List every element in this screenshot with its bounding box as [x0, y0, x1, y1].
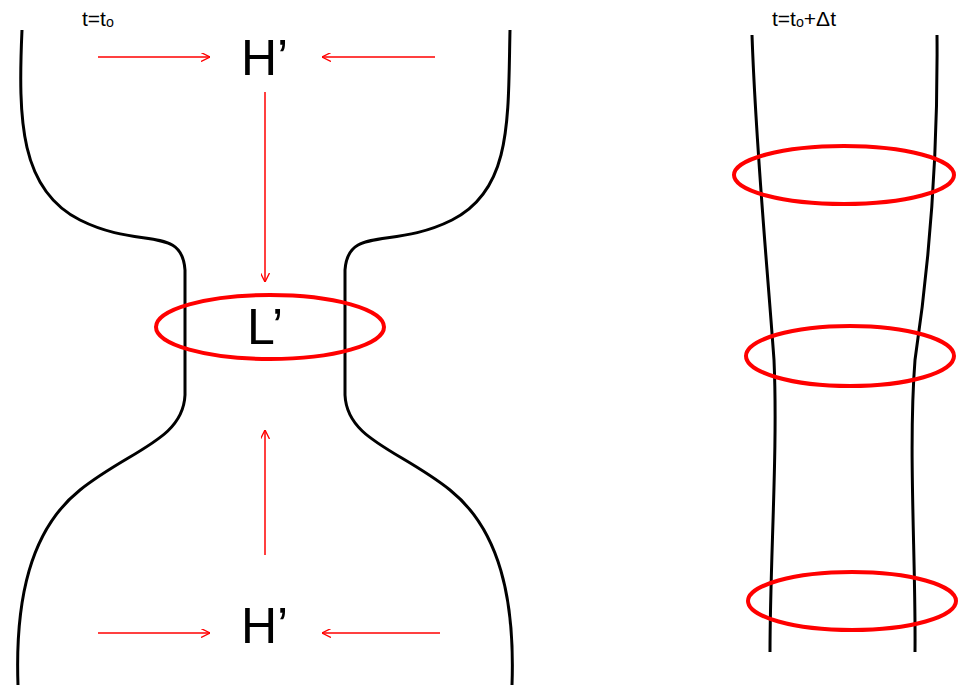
flow-arrow — [98, 632, 210, 634]
tube-wall — [345, 30, 512, 685]
tube-wall — [18, 30, 185, 685]
flow-arrow — [98, 56, 210, 58]
flow-arrow — [264, 430, 266, 555]
time-label: t=tₒ+Δt — [772, 8, 836, 29]
vortex-ring — [734, 146, 954, 204]
tube-wall — [912, 35, 937, 652]
pressure-label: L’ — [247, 302, 283, 352]
flow-arrow — [322, 56, 435, 58]
time-label: t=tₒ — [82, 8, 114, 29]
vortex-ring — [746, 326, 954, 386]
pressure-label: H’ — [241, 33, 288, 83]
pressure-label: H’ — [241, 601, 288, 651]
flow-arrow — [264, 92, 266, 282]
flow-arrow — [322, 632, 440, 634]
vortex-ring — [156, 295, 384, 359]
vortex-ring — [748, 572, 956, 630]
